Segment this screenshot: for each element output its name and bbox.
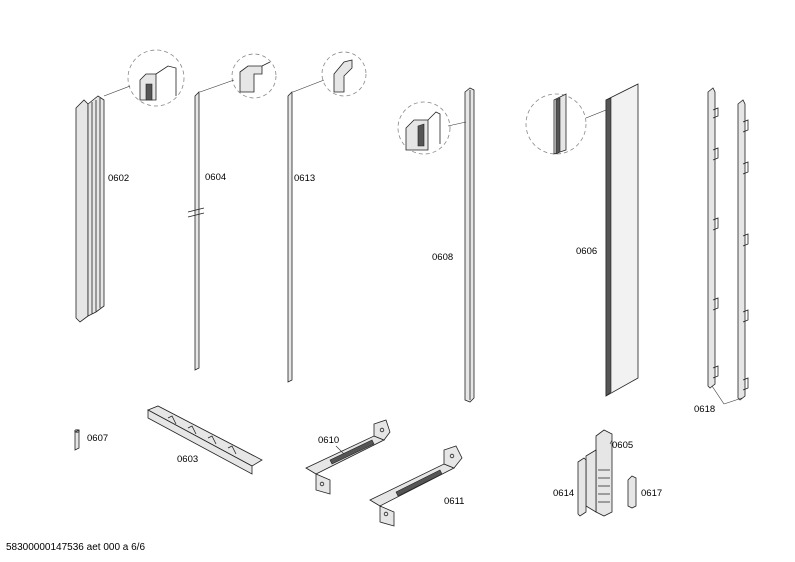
part-0604-strip [187, 91, 205, 371]
label-0614: 0614 [553, 488, 575, 499]
part-0614-strip [577, 457, 587, 517]
label-0608: 0608 [432, 252, 454, 263]
label-0611: 0611 [444, 496, 465, 507]
part-0606-panel [605, 83, 639, 397]
label-0610: 0610 [318, 435, 340, 446]
part-0618-rails [707, 87, 749, 405]
label-0604: 0604 [205, 172, 227, 183]
label-0618: 0618 [694, 404, 716, 415]
label-0606: 0606 [576, 246, 598, 257]
part-0602-profile [75, 95, 105, 323]
part-0611-bracket [369, 445, 463, 527]
label-0605: 0605 [612, 440, 634, 451]
part-0605-block [585, 429, 613, 517]
document-id-footer: 58300000147536 aet 000 a 6/6 [6, 542, 146, 553]
part-0617-block [627, 475, 637, 509]
detail-circle-0604 [199, 53, 277, 99]
label-0607: 0607 [87, 433, 109, 444]
part-0607-pin [74, 429, 80, 451]
detail-circle-0606 [525, 93, 607, 155]
detail-circle-0608 [397, 101, 467, 155]
detail-circle-0613 [292, 51, 367, 97]
part-0613-strip [287, 91, 293, 383]
label-0617: 0617 [641, 488, 663, 499]
part-0610-bracket [305, 419, 391, 495]
detail-circle-0602 [103, 49, 185, 107]
label-0602: 0602 [108, 173, 130, 184]
part-0608-strip [464, 87, 475, 403]
part-0603-base [147, 405, 263, 475]
label-0603: 0603 [177, 454, 199, 465]
label-0613: 0613 [294, 173, 316, 184]
